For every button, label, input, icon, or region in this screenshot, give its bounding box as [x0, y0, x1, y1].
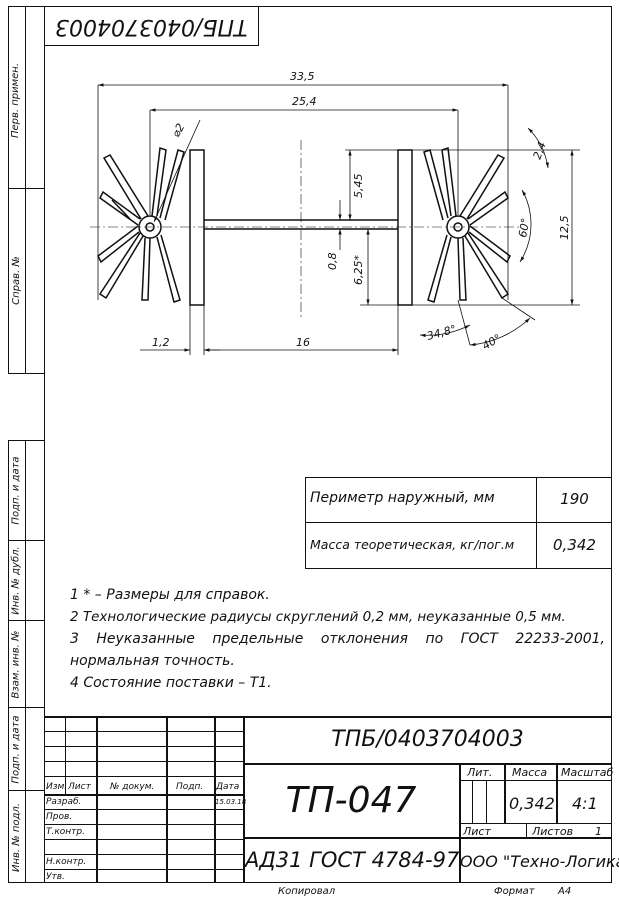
copied-label: Копировал — [278, 886, 336, 897]
dim-5-45: 5,45 — [352, 174, 365, 199]
col-list: Лист — [68, 782, 91, 792]
note-item: 3 Неуказанные предельные отклонения по Г… — [70, 631, 605, 669]
col-podp: Подп. — [176, 782, 204, 792]
part-name: ТП-047 — [285, 780, 417, 821]
row-utv: Утв. — [46, 872, 65, 882]
prop-label-mass: Масса теоретическая, кг/пог.м — [310, 537, 515, 552]
angle-34-8: 34,8° — [425, 323, 457, 343]
sheets-label: Листов — [532, 825, 574, 838]
side-label-podp-data-2: Подп. и дата — [10, 714, 22, 784]
corner-code-box: ТПБ/0403704003 — [44, 6, 259, 46]
sheet-label: Лист — [463, 825, 491, 838]
profile-drawing: 33,5 25,4 ⌀2 5,45 0,8 6,25* 12,5 2,4 60°… — [90, 70, 580, 355]
dim-0-8: 0,8 — [326, 253, 339, 271]
note-item: 2 Технологические радиусы скруглений 0,2… — [70, 609, 566, 625]
note-item: 4 Состояние поставки – Т1. — [70, 675, 272, 691]
format-label: Формат — [494, 886, 535, 897]
side-label-inv-dubl: Инв. № дубл. — [10, 545, 22, 615]
header-mass: Масса — [512, 766, 548, 779]
sheet-frame — [44, 6, 612, 883]
header-scale: Масштаб — [561, 766, 614, 779]
properties-table: Периметр наружный, мм 190 Масса теоретич… — [305, 477, 612, 569]
side-strip-top — [8, 6, 44, 374]
angle-60: 60° — [516, 217, 532, 238]
dim-16: 16 — [296, 336, 310, 349]
mass-value: 0,342 — [509, 794, 555, 813]
prop-label-perimeter: Периметр наружный, мм — [310, 490, 495, 506]
row-razrab: Разраб. — [46, 797, 82, 807]
company-name: ООО "Техно-Логика" — [460, 852, 619, 871]
sheets-value: 1 — [595, 825, 602, 838]
date-value: 15.03.18 — [215, 798, 247, 806]
row-nkontr: Н.контр. — [46, 857, 87, 867]
prop-value-perimeter: 190 — [560, 490, 589, 508]
doc-code: ТПБ/0403704003 — [331, 727, 524, 752]
dim-12-5: 12,5 — [558, 216, 571, 241]
dim-6-25: 6,25* — [352, 255, 365, 285]
material-designation: АД31 ГОСТ 4784-97 — [245, 848, 460, 872]
dim-2-4: 2,4 — [531, 140, 549, 161]
angle-40: 40° — [480, 332, 503, 353]
note-item: 1 * – Размеры для справок. — [70, 587, 270, 603]
dim-25-4: 25,4 — [292, 95, 317, 108]
side-strip-bottom — [8, 440, 44, 883]
col-izm: Изм. — [46, 782, 68, 792]
scale-value: 4:1 — [572, 794, 598, 813]
side-label-podp-data-1: Подп. и дата — [10, 455, 22, 525]
dim-1-2: 1,2 — [152, 336, 170, 349]
notes: 1 * – Размеры для справок. 2 Технологиче… — [70, 584, 605, 694]
col-data: Дата — [216, 782, 240, 792]
dim-33-5: 33,5 — [290, 70, 315, 83]
col-docno: № докум. — [110, 782, 155, 792]
header-lit: Лит. — [467, 766, 493, 779]
prop-value-mass: 0,342 — [553, 536, 596, 554]
row-tkontr: Т.контр. — [46, 827, 86, 837]
row-prov: Пров. — [46, 812, 73, 822]
format-value: А4 — [558, 886, 572, 897]
side-label-inv-podl: Инв. № подл. — [10, 802, 22, 872]
side-label-vzam-inv: Взам. инв. № — [10, 630, 22, 698]
dim-phi2: ⌀2 — [169, 121, 187, 139]
